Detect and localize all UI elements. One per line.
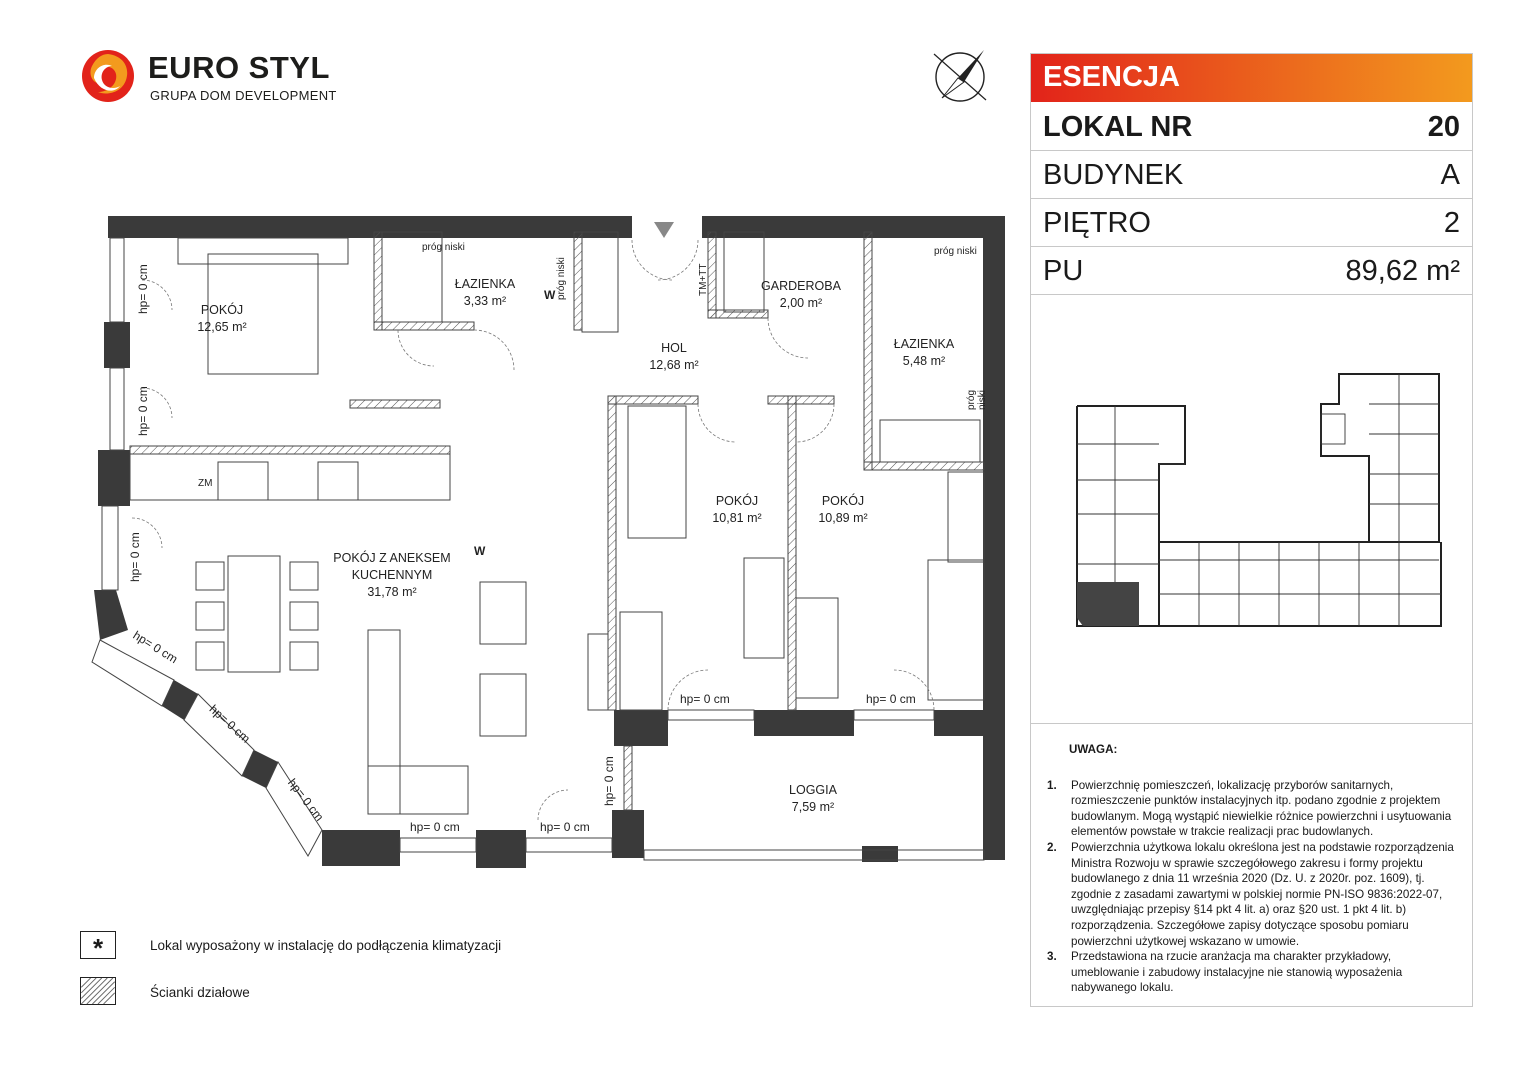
info-value: 89,62 m² xyxy=(1345,255,1460,287)
sill-height-label: hp= 0 cm xyxy=(866,692,916,706)
note-item: 1. Powierzchnię pomieszczeń, lokalizację… xyxy=(1047,778,1457,840)
room-label: GARDEROBA 2,00 m² xyxy=(756,278,846,312)
north-arrow-icon xyxy=(933,50,987,102)
partition-hatch-icon xyxy=(80,977,116,1005)
room-name: HOL xyxy=(661,341,687,355)
room-label: POKÓJ 10,81 m² xyxy=(702,493,772,527)
room-area: 12,68 m² xyxy=(649,358,699,372)
info-label: PIĘTRO xyxy=(1043,207,1151,239)
room-name: ŁAZIENKA xyxy=(454,277,516,291)
sill-height-label: hp= 0 cm xyxy=(128,532,142,582)
note-number: 1. xyxy=(1047,778,1057,792)
room-label: LOGGIA 7,59 m² xyxy=(778,782,848,816)
project-name: ESENCJA xyxy=(1043,61,1180,93)
panel-divider xyxy=(1031,723,1472,724)
telecom-label: TM+TT xyxy=(698,263,709,297)
note-text: Przedstawiona na rzucie aranżacja ma cha… xyxy=(1071,950,1403,995)
info-row-pietro: PIĘTRO 2 xyxy=(1031,199,1472,247)
project-header: ESENCJA xyxy=(1031,54,1472,102)
building-key-plan xyxy=(1076,373,1442,627)
threshold-label: próg niski xyxy=(934,246,977,257)
info-value: 2 xyxy=(1443,207,1460,239)
brand-name: EURO STYL xyxy=(148,50,330,85)
partition-legend-text: Ścianki działowe xyxy=(150,985,250,1000)
room-area: 7,59 m² xyxy=(791,800,835,814)
room-name: LOGGIA xyxy=(789,783,837,797)
room-label: HOL 12,68 m² xyxy=(644,340,704,374)
note-item: 2. Powierzchnia użytkowa lokalu określon… xyxy=(1047,840,1457,949)
note-number: 2. xyxy=(1047,840,1057,854)
sill-height-label: hp= 0 cm xyxy=(136,264,150,314)
sill-height-label: hp= 0 cm xyxy=(602,756,616,806)
floor-plan: POKÓJ 12,65 m² ŁAZIENKA 3,33 m² HOL 12,6… xyxy=(88,210,1008,890)
info-value: A xyxy=(1440,159,1460,191)
threshold-label: próg niski xyxy=(556,257,567,300)
room-area: 12,65 m² xyxy=(197,320,247,334)
note-text: Powierzchnia użytkowa lokalu określona j… xyxy=(1071,840,1454,948)
room-name: POKÓJ Z ANEKSEM KUCHENNYM xyxy=(333,551,451,582)
note-text: Powierzchnię pomieszczeń, lokalizację pr… xyxy=(1071,778,1452,839)
water-riser-label: W xyxy=(544,288,556,302)
sill-height-label: hp= 0 cm xyxy=(136,386,150,436)
info-row-lokal: LOKAL NR 20 xyxy=(1031,103,1472,151)
room-area: 3,33 m² xyxy=(463,294,507,308)
info-row-pu: PU 89,62 m² xyxy=(1031,247,1472,295)
room-area: 10,89 m² xyxy=(818,511,868,525)
sill-height-label: hp= 0 cm xyxy=(540,820,590,834)
floor-plan-drawing xyxy=(91,216,1005,868)
info-label: LOKAL NR xyxy=(1043,111,1193,143)
room-name: GARDEROBA xyxy=(761,279,841,293)
room-area: 31,78 m² xyxy=(367,585,417,599)
room-label: POKÓJ 12,65 m² xyxy=(192,302,252,336)
room-label: POKÓJ 10,89 m² xyxy=(808,493,878,527)
euro-styl-logo: EURO STYL GRUPA DOM DEVELOPMENT xyxy=(80,48,350,108)
room-name: POKÓJ xyxy=(821,494,865,508)
threshold-label: próg niski xyxy=(966,389,988,410)
room-name: ŁAZIENKA xyxy=(893,337,955,351)
room-label: ŁAZIENKA 3,33 m² xyxy=(450,276,520,310)
room-area: 5,48 m² xyxy=(902,354,946,368)
sill-height-label: hp= 0 cm xyxy=(680,692,730,706)
notes-section: UWAGA: 1. Powierzchnię pomieszczeń, loka… xyxy=(1047,742,1457,996)
room-label: ŁAZIENKA 5,48 m² xyxy=(884,336,964,370)
info-row-budynek: BUDYNEK A xyxy=(1031,151,1472,199)
room-area: 10,81 m² xyxy=(712,511,762,525)
entrance-arrow-icon xyxy=(654,222,674,238)
apartment-info-panel: ESENCJA LOKAL NR 20 BUDYNEK A PIĘTRO 2 P… xyxy=(1030,53,1473,1007)
threshold-label: próg niski xyxy=(422,242,465,253)
note-item: 3. Przedstawiona na rzucie aranżacja ma … xyxy=(1047,949,1457,996)
ac-legend-text: Lokal wyposażony w instalację do podłącz… xyxy=(150,938,502,953)
info-label: BUDYNEK xyxy=(1043,159,1184,191)
info-value: 20 xyxy=(1427,111,1460,143)
room-area: 2,00 m² xyxy=(779,296,823,310)
room-label: POKÓJ Z ANEKSEM KUCHENNYM 31,78 m² xyxy=(312,550,472,601)
cold-water-label: ZM xyxy=(198,478,213,489)
ac-legend-symbol: * xyxy=(80,931,116,963)
brand-subtitle: GRUPA DOM DEVELOPMENT xyxy=(150,88,337,103)
room-name: POKÓJ xyxy=(200,303,244,317)
water-riser-label: W xyxy=(474,544,486,558)
logo-flame-icon xyxy=(82,50,134,102)
info-label: PU xyxy=(1043,255,1084,287)
room-name: POKÓJ xyxy=(715,494,759,508)
notes-title: UWAGA: xyxy=(1069,743,1118,756)
selected-unit-marker xyxy=(1077,582,1139,626)
sill-height-label: hp= 0 cm xyxy=(410,820,460,834)
note-number: 3. xyxy=(1047,950,1057,964)
